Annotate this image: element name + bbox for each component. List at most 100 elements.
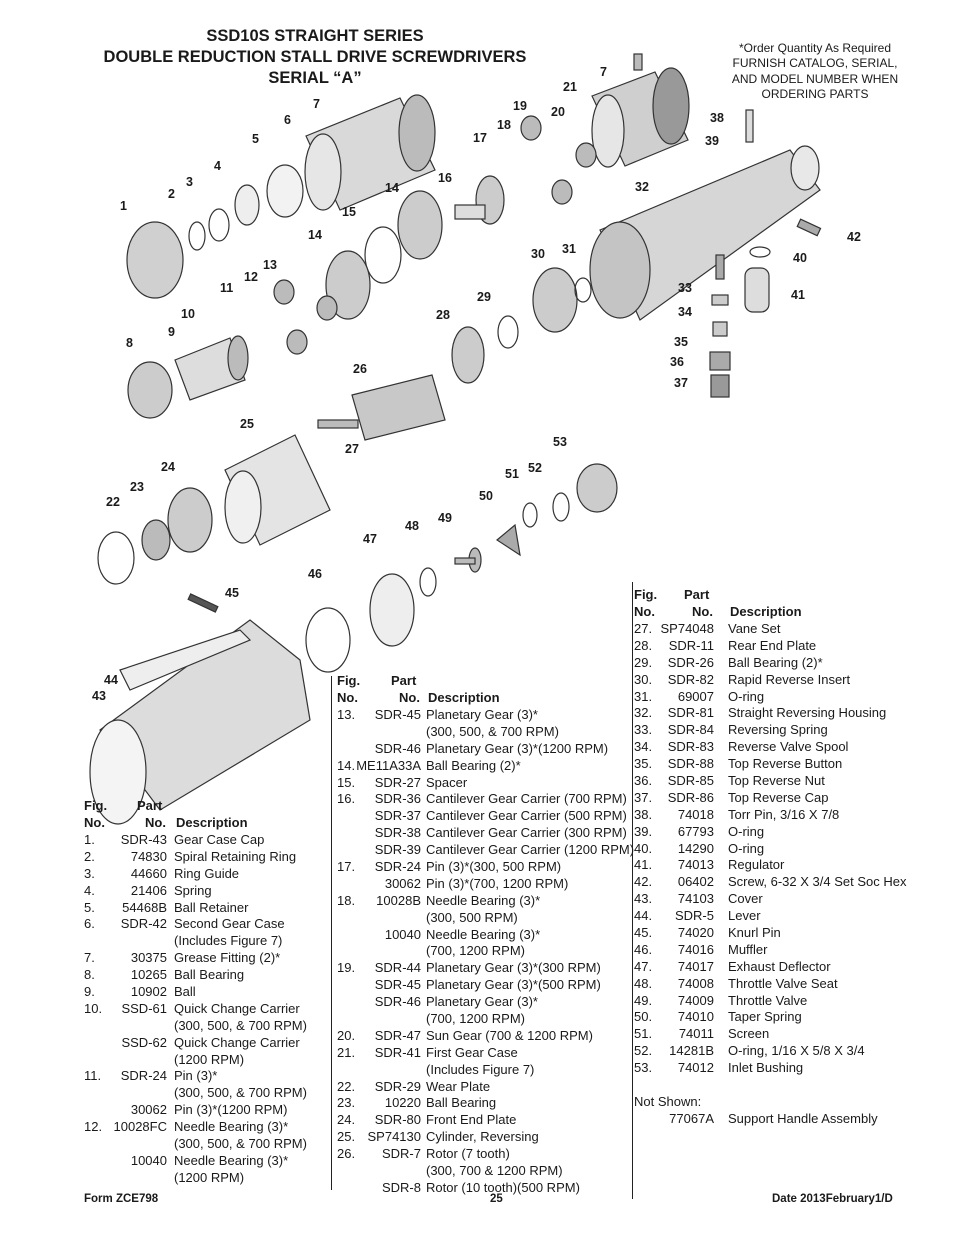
parts-list-row: (300, 500, & 700 RPM) [84,1136,329,1153]
gear-case-cap [126,221,184,299]
part-number: SDR-85 [667,773,714,789]
callout-15: 15 [342,205,356,219]
part-number: SDR-7 [381,1146,421,1162]
fig-number: 28. [634,637,653,653]
part-number: SDR-29 [374,1078,421,1094]
part-number: SDR-47 [374,1027,421,1043]
callout-25: 25 [240,417,254,431]
spacer [364,226,402,284]
fig-number: 1. [84,832,95,847]
part-number: SDR-24 [374,859,421,875]
part-description: Straight Reversing Housing [728,705,887,721]
part-number: SDR-43 [120,832,167,847]
parts-list-row: (700, 1200 RPM) [337,1011,630,1028]
callout-44: 44 [104,673,118,687]
title-line: SERIAL “A” [268,69,362,87]
part-number: 10040 [384,926,421,942]
inlet-bushing [576,463,618,513]
part-description: Front End Plate [426,1112,517,1128]
callout-18: 18 [497,118,511,132]
callout-51: 51 [505,467,519,481]
parts-list-row: (300, 500, & 700 RPM) [84,1085,329,1102]
header-fig: Fig. [84,798,108,813]
part-number: 74016 [677,941,714,957]
part-description: (1200 RPM) [174,1051,245,1067]
part-description: O-ring [728,688,765,704]
part-description: Needle Bearing (3)* [426,892,541,908]
fig-number: 25. [337,1129,356,1145]
callout-38: 38 [710,111,724,125]
fig-number: 23. [337,1095,356,1111]
callout-34: 34 [678,305,692,319]
regulator [744,267,770,313]
parts-list-row: (1200 RPM) [84,1170,329,1187]
fig-number: 32. [634,705,653,721]
fig-number: 5. [84,899,95,915]
fig-number: 40. [634,840,653,856]
part-description: Inlet Bushing [728,1060,804,1076]
part-number: SSD-62 [121,1034,167,1050]
part-description: Knurl Pin [728,925,781,941]
set-screw [796,218,822,237]
ball-bearing [127,361,173,419]
callout-13: 13 [263,258,277,272]
part-description: Ball Retainer [174,899,249,915]
header-fig: Fig. [337,673,361,688]
part-description: Cantilever Gear Carrier (1200 RPM) [426,842,635,858]
parts-list-row: 1. SDR-43 Gear Case Cap [84,832,329,849]
fig-number: 31. [634,688,653,704]
part-description: Cantilever Gear Carrier (500 RPM) [426,808,627,824]
ring-guide [208,208,230,242]
part-description: Gear Case Cap [174,832,265,847]
callout-8: 8 [126,336,133,350]
header-desc: Description [730,604,802,619]
fig-number: 20. [337,1027,356,1043]
part-description: (300, 500, & 700 RPM) [174,1085,307,1101]
quick-change-carrier [174,335,249,401]
fig-number: 10. [84,1000,103,1016]
callout-7: 7 [600,65,607,79]
callout-36: 36 [670,355,684,369]
part-description: Pin (3)* [174,1068,218,1084]
header-part: Part [391,673,417,688]
part-description: Quick Change Carrier [174,1000,300,1016]
fig-number: 29. [634,654,653,670]
planetary-gear [575,142,597,168]
callout-37: 37 [674,376,688,390]
part-description: (300, 500, & 700 RPM) [426,723,559,739]
parts-list-row [634,1077,934,1094]
part-number: SDR-45 [374,707,421,722]
part-number: SDR-37 [374,808,421,824]
part-description: Planetary Gear (3)*(300 RPM) [426,960,601,976]
callout-29: 29 [477,290,491,304]
fig-number: 9. [84,984,95,1000]
part-number: 74010 [677,1009,714,1025]
callout-33: 33 [678,281,692,295]
torr-pin [745,109,754,143]
part-number: SDR-5 [674,908,714,924]
part-description: Rear End Plate [728,637,817,653]
callout-27: 27 [345,442,359,456]
o-ring [749,246,771,258]
part-number: 30062 [384,875,421,891]
part-description: Needle Bearing (3)* [174,1119,289,1135]
